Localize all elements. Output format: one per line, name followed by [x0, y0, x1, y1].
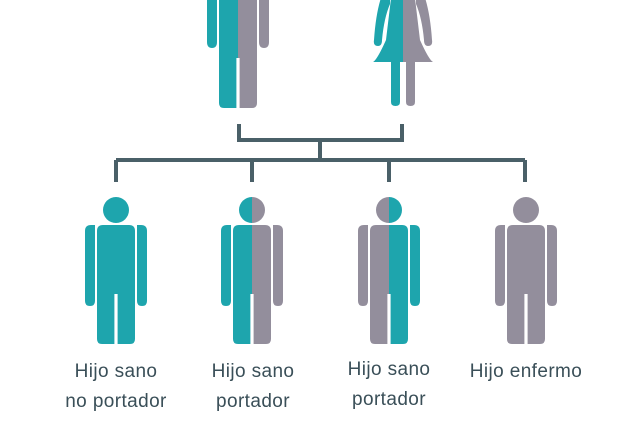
left-half [207, 0, 238, 108]
male-figure-icon [221, 197, 283, 346]
head [513, 197, 526, 223]
arm [221, 225, 231, 306]
torso [526, 225, 545, 344]
torso [97, 225, 116, 344]
male-figure-icon [207, 0, 269, 110]
left-half [495, 197, 526, 344]
family-tree-connectors [114, 124, 527, 182]
left-half [373, 0, 403, 106]
label-line: no portador [65, 391, 167, 412]
torso [370, 225, 389, 344]
right-half [252, 197, 283, 344]
arm [259, 0, 269, 48]
torso [116, 225, 135, 344]
label-line: Hijo enfermo [469, 361, 583, 382]
label-line: portador [216, 391, 290, 412]
arm [207, 0, 217, 48]
label-line: Hijo sano [347, 359, 431, 380]
left-half [221, 197, 252, 344]
head [239, 197, 252, 223]
label-line: Hijo sano [211, 361, 295, 382]
arm [410, 225, 420, 306]
arm [137, 225, 147, 306]
head [389, 197, 402, 223]
torso [233, 225, 252, 344]
arm [495, 225, 505, 306]
head [103, 197, 116, 223]
head [252, 197, 265, 223]
arm [547, 225, 557, 306]
arm [416, 0, 433, 46]
right-half [526, 197, 557, 344]
arm [273, 225, 283, 306]
right-half [389, 197, 420, 344]
torso [252, 225, 271, 344]
left-half [358, 197, 389, 344]
dress [403, 0, 433, 62]
female-figure-icon [373, 0, 433, 106]
male-figure-icon [495, 197, 557, 346]
label-child-4: Hijo enfermo [470, 357, 583, 387]
label-child-1: Hijo sano no portador [65, 357, 167, 417]
right-half [403, 0, 433, 106]
arm [85, 225, 95, 306]
leg-gap [250, 294, 254, 346]
left-half [85, 197, 116, 344]
torso [238, 0, 257, 108]
leg-gap [114, 294, 118, 346]
leg [406, 60, 415, 106]
arm [358, 225, 368, 306]
head [116, 197, 129, 223]
torso [507, 225, 526, 344]
male-figure-icon [85, 197, 147, 346]
parents-bracket [237, 124, 404, 142]
leg [391, 60, 400, 106]
label-line: Hijo sano [74, 361, 158, 382]
figures-layer [85, 0, 557, 346]
head [376, 197, 389, 223]
right-half [238, 0, 269, 108]
arm [373, 0, 390, 46]
leg-gap [387, 294, 391, 346]
leg-gap [236, 58, 240, 110]
male-figure-icon [358, 197, 420, 346]
right-half [116, 197, 147, 344]
head [526, 197, 539, 223]
label-child-2: Hijo sano portador [212, 357, 295, 417]
dress [373, 0, 403, 62]
torso [389, 225, 408, 344]
leg-gap [524, 294, 528, 346]
label-line: portador [352, 389, 426, 410]
label-child-3: Hijo sano portador [348, 355, 431, 415]
torso [219, 0, 238, 108]
